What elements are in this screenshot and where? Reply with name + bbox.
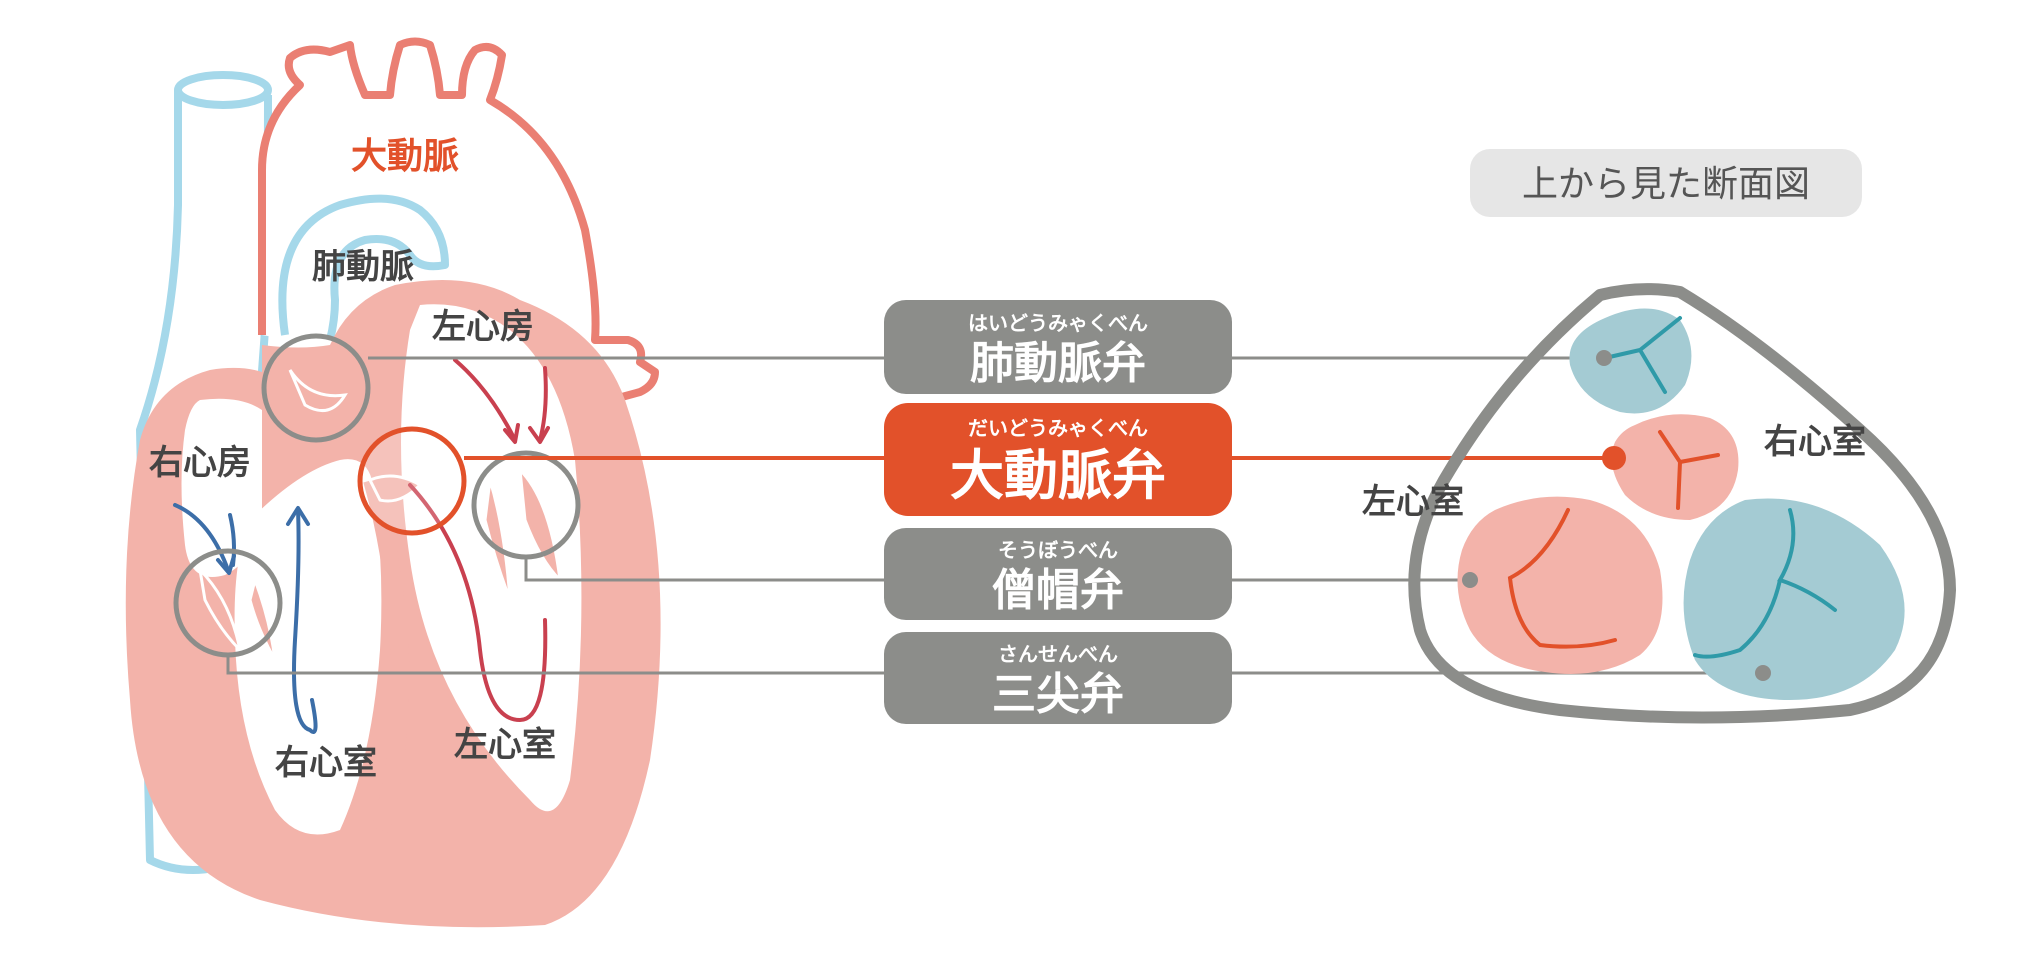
aorta-label: 大動脈	[351, 136, 459, 177]
cross-section: 上から見た断面図 左心室 右心室	[1362, 149, 1956, 724]
cross-right-ventricle-label: 右心室	[1764, 422, 1866, 462]
septum	[363, 477, 410, 833]
pill-name: 僧帽弁	[992, 565, 1124, 616]
right-atrium-chamber	[181, 398, 262, 577]
flow-arrows-left	[408, 358, 550, 722]
left-ventricle-label: 左心室	[454, 725, 556, 765]
right-ventricle-chamber	[234, 459, 382, 835]
pulmonary-artery-outline	[278, 194, 449, 341]
flow-arrows-right	[173, 503, 318, 734]
cross-section-title-box	[1470, 149, 1862, 217]
cross-mitral-valve	[1457, 496, 1663, 674]
cross-left-ventricle-label: 左心室	[1362, 482, 1464, 522]
cross-section-title: 上から見た断面図	[1522, 164, 1810, 205]
cross-pulmonary-valve	[1569, 308, 1692, 414]
pill-name: 大動脈弁	[950, 444, 1166, 507]
cross-aortic-valve	[1602, 414, 1739, 520]
cross-section-outline	[1408, 283, 1956, 724]
pill-ruby: だいどうみゃくべん	[968, 416, 1148, 440]
pulmonary-artery-label: 肺動脈	[312, 247, 414, 287]
pill-ruby: はいどうみゃくべん	[968, 311, 1148, 335]
left-atrium-label: 左心房	[432, 307, 534, 347]
pulmonary-valve-circle	[261, 333, 371, 443]
right-ventricle-label: 右心室	[275, 743, 377, 783]
tricuspid-connector	[226, 655, 1763, 675]
pill-mitral-valve: そうぼうべん 僧帽弁	[884, 528, 1232, 620]
valve-pills: はいどうみゃくべん 肺動脈弁 だいどうみゃくべん 大動脈弁 そうぼうべん 僧帽弁…	[884, 300, 1232, 724]
cross-tricuspid-valve	[1683, 498, 1905, 700]
heart-illustration: 大動脈 肺動脈 左心房 右心房 右心室 左心室	[125, 37, 661, 928]
pill-pulmonary-valve: はいどうみゃくべん 肺動脈弁	[884, 300, 1232, 394]
right-atrium-label: 右心房	[149, 443, 251, 483]
aortic-valve-circle	[357, 426, 467, 536]
left-chamber	[401, 304, 582, 812]
pill-ruby: そうぼうべん	[998, 538, 1118, 562]
pill-name: 三尖弁	[992, 669, 1124, 720]
pill-ruby: さんせんべん	[998, 642, 1118, 666]
pill-aortic-valve: だいどうみゃくべん 大動脈弁	[884, 403, 1232, 516]
pill-tricuspid-valve: さんせんべん 三尖弁	[884, 632, 1232, 724]
pill-name: 肺動脈弁	[970, 338, 1146, 389]
